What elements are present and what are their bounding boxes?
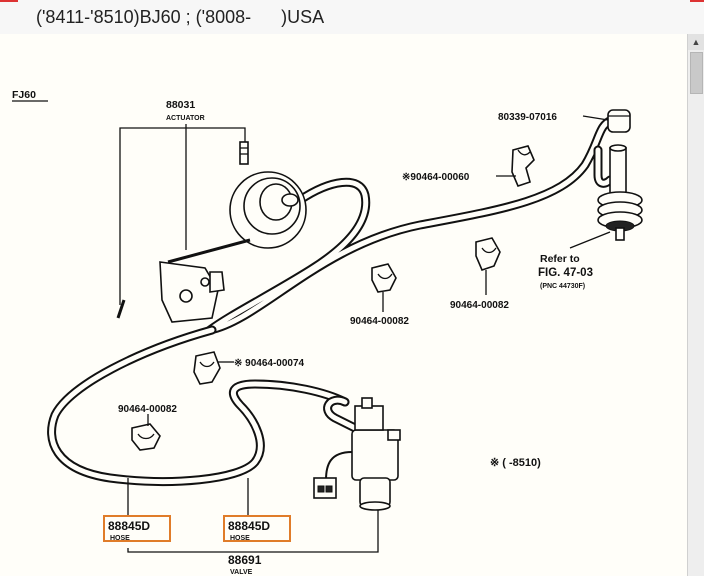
valve-name: VALVE <box>230 569 253 576</box>
actuator-number: 88031 <box>166 99 195 111</box>
screw-leader <box>186 127 246 142</box>
top-bar: ('8411-'8510)BJ60 ; ('8008- )USA <box>0 0 704 35</box>
hose-right-number[interactable]: 88845D <box>228 519 270 533</box>
refer-line2: FIG. 47-03 <box>538 267 593 279</box>
hose-left-number[interactable]: 88845D <box>108 519 150 533</box>
hose-left-highlight[interactable] <box>103 515 171 542</box>
vacuum-hoses <box>47 115 617 486</box>
valve-number: 88691 <box>228 553 262 567</box>
valve-leader <box>127 510 379 553</box>
clip-left-number: 90464-00082 <box>118 404 177 415</box>
refer-line1: Refer to <box>540 253 580 265</box>
cap-part-number: 80339-07016 <box>498 112 557 123</box>
refer-pnc: (PNC 44730F) <box>540 283 585 290</box>
clip-mid-right <box>475 237 501 271</box>
parts-diagram: FJ60 88031 ACTU <box>12 89 643 576</box>
hose-right-highlight[interactable] <box>223 515 291 542</box>
model-note: ※ ( -8510) <box>490 457 541 469</box>
actuator-name: ACTUATOR <box>166 115 205 122</box>
clip-top-number: ※90464-00060 <box>402 172 470 183</box>
actuator-bracket-leader <box>119 127 186 305</box>
refer-leader <box>569 231 611 249</box>
clip-mid-center <box>371 263 397 293</box>
clip-top <box>511 145 535 187</box>
clip-star-mid-number: ※ 90464-00074 <box>234 358 305 369</box>
hose-right-name: HOSE <box>230 535 250 542</box>
hose-left-name: HOSE <box>110 535 130 542</box>
red-accent-left <box>0 0 18 2</box>
scrollbar-thumb[interactable] <box>690 52 703 94</box>
red-accent-right <box>690 0 704 2</box>
cap-part <box>607 109 631 133</box>
vacuum-switching-part <box>597 144 643 241</box>
vertical-scrollbar[interactable]: ▲ <box>687 34 704 576</box>
scroll-up-arrow-icon[interactable]: ▲ <box>688 34 704 50</box>
clip-mid-right-number: 90464-00082 <box>450 300 509 311</box>
clip-mid-center-number: 90464-00082 <box>350 316 409 327</box>
screw <box>239 141 249 165</box>
cap-leader <box>582 115 609 121</box>
valve-part <box>313 397 401 511</box>
page-title: ('8411-'8510)BJ60 ; ('8008- )USA <box>36 7 325 27</box>
model-label: FJ60 <box>12 89 36 101</box>
clip-star-mid <box>193 351 221 385</box>
actuator-part <box>116 141 307 323</box>
parts-diagram-canvas: FJ60 88031 ACTU <box>0 34 688 576</box>
clip-left <box>131 423 161 451</box>
